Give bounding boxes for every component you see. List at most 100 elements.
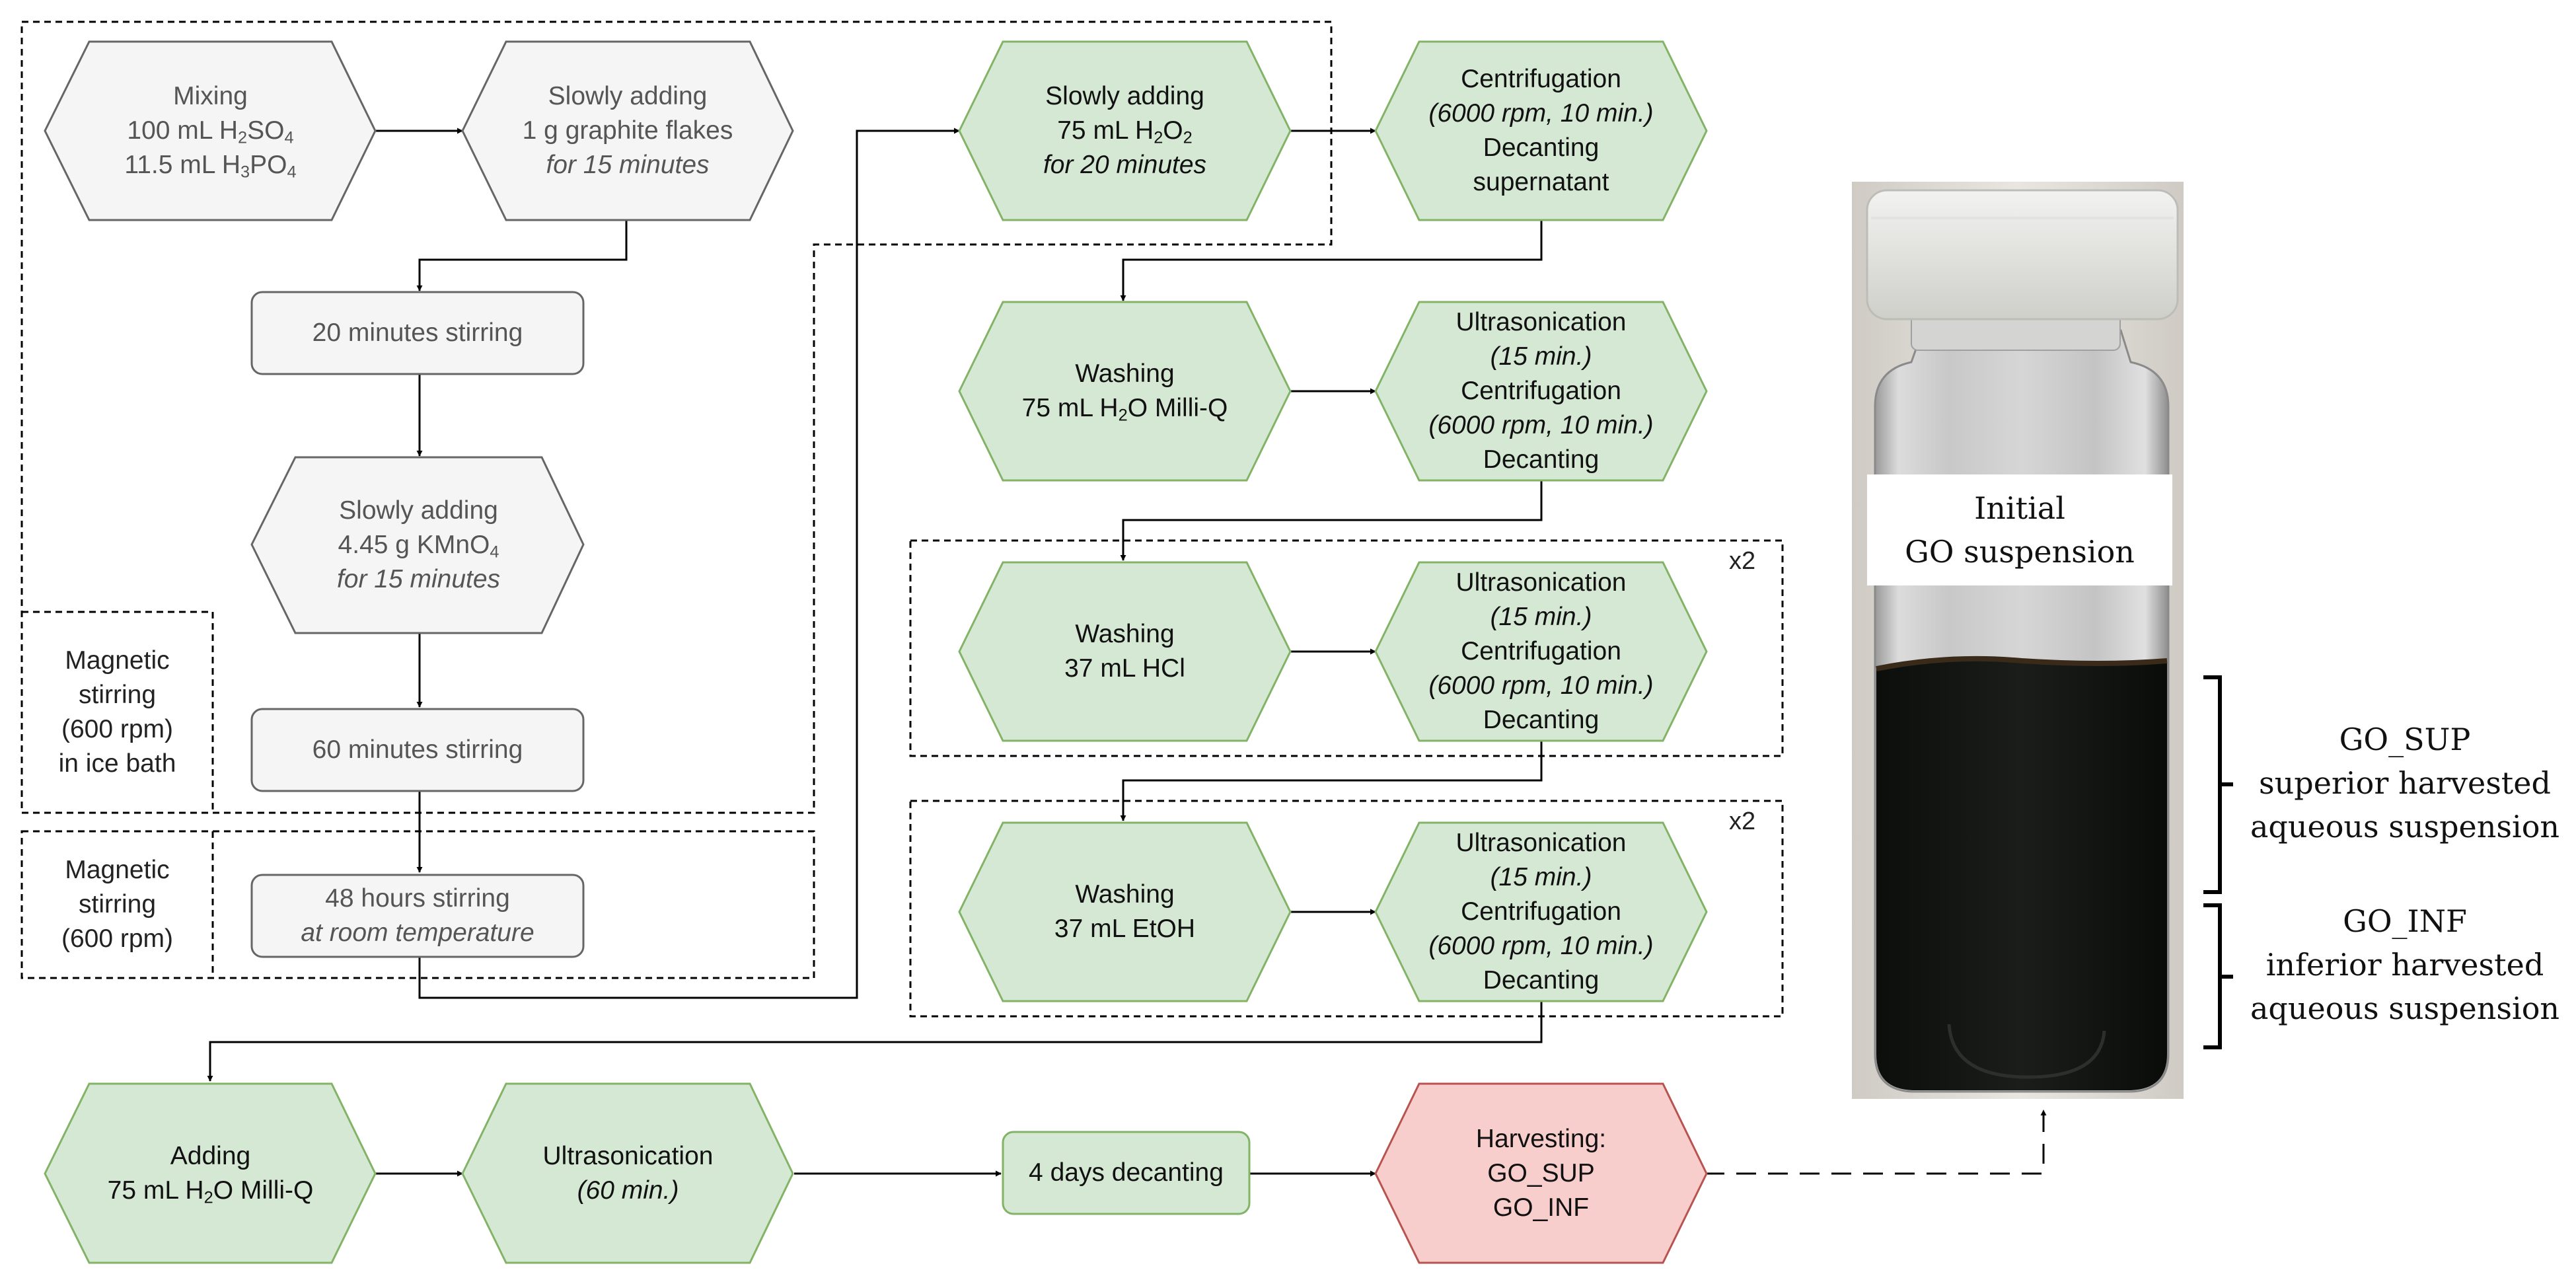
step-adding-h2o2-line1: Slowly adding xyxy=(1045,82,1204,110)
h2o2-hexagon xyxy=(958,40,1292,221)
step-ultra3-line1: Ultrasonication xyxy=(1455,829,1627,857)
ice-bath-group-border xyxy=(20,20,1333,814)
edge-graphite-to-stirring20 xyxy=(416,220,628,291)
photo-label-patch xyxy=(1867,474,2172,585)
step-centrifugation-1-line4: supernatant xyxy=(1473,168,1609,196)
step-washing-hcl: Washing 37 mL HCl xyxy=(1003,562,1247,741)
step-harvesting-line1: Harvesting: xyxy=(1475,1124,1607,1153)
step-ultrasonication-final: Ultrasonication (60 min.) xyxy=(506,1084,750,1263)
go-inf-line1: GO_INF xyxy=(2343,903,2467,939)
step-adding-graphite-line2: 1 g graphite flakes xyxy=(522,116,733,145)
step-ultra3-line5: Decanting xyxy=(1483,966,1600,995)
decanting-box xyxy=(1002,1131,1251,1215)
step-mixing-line2: 100 mL H2SO4 xyxy=(127,116,294,147)
room-temp-line2: stirring xyxy=(78,890,157,919)
step-washing-etoh-line2: 37 mL EtOH xyxy=(1054,915,1196,943)
step-ultra-final-line2: (60 min.) xyxy=(577,1176,679,1205)
step-washing-water-line2: 75 mL H2O Milli-Q xyxy=(1021,394,1228,425)
initial-suspension-line1: Initial xyxy=(1974,490,2065,526)
step-washing-hcl-line2: 37 mL HCl xyxy=(1064,654,1185,683)
vial-liquid xyxy=(1876,658,2167,1090)
washing-etoh-hexagon xyxy=(958,821,1292,1002)
step-adding-kmno4-line3: for 15 minutes xyxy=(336,565,501,593)
node-shapes xyxy=(44,40,1708,1264)
step-stirring-60-label: 60 minutes stirring xyxy=(312,735,523,764)
step-stirring-48h-line1: 48 hours stirring xyxy=(325,884,510,913)
initial-suspension-label: Initial GO suspension xyxy=(1867,474,2172,585)
step-stirring-20-label: 20 minutes stirring xyxy=(312,319,523,347)
initial-suspension-line2: GO suspension xyxy=(1905,534,2135,570)
room-temp-group-border xyxy=(20,830,815,979)
step-mixing-line1: Mixing xyxy=(173,82,248,110)
step-centrifugation-1: Centrifugation (6000 rpm, 10 min.) Decan… xyxy=(1401,42,1681,220)
step-ultra1-line4: (6000 rpm, 10 min.) xyxy=(1428,411,1654,439)
step-harvesting: Harvesting: GO_SUP GO_INF xyxy=(1419,1084,1663,1263)
step-adding-h2o2-line2: 75 mL H2O2 xyxy=(1057,116,1193,147)
room-temp-condition-label: Magnetic stirring (600 rpm) xyxy=(22,831,213,978)
step-adding-h2o2-line3: for 20 minutes xyxy=(1043,151,1207,179)
step-ultra1-line5: Decanting xyxy=(1483,445,1600,474)
step-ultra3-line4: (6000 rpm, 10 min.) xyxy=(1428,932,1654,960)
step-adding-graphite-line1: Slowly adding xyxy=(548,82,708,110)
step-washing-hcl-line1: Washing xyxy=(1075,620,1175,648)
step-stirring-20: 20 minutes stirring xyxy=(252,292,583,374)
kmno4-hexagon xyxy=(250,456,585,634)
go-sup-line1: GO_SUP xyxy=(2339,722,2471,757)
stirring60-box xyxy=(250,708,585,792)
liquid-reflection xyxy=(1947,1024,2106,1079)
edge-harvesting-to-photo xyxy=(1705,1109,2047,1175)
room-temp-line3: (600 rpm) xyxy=(61,924,174,953)
step-ultra2-line4: (6000 rpm, 10 min.) xyxy=(1428,671,1654,700)
ice-bath-line1: Magnetic xyxy=(65,646,170,675)
edge-48h-to-h2o2 xyxy=(418,128,960,999)
step-washing-etoh-line1: Washing xyxy=(1075,880,1175,909)
mixing-hexagon xyxy=(44,40,377,221)
etoh-repeat-box xyxy=(909,800,1784,1018)
step-stirring-48h-line2: at room temperature xyxy=(301,919,534,947)
ice-bath-label-divider xyxy=(22,611,214,813)
room-temp-line1: Magnetic xyxy=(65,856,170,884)
step-adding-h2o2: Slowly adding 75 mL H2O2 for 20 minutes xyxy=(1003,42,1247,220)
connectors xyxy=(207,128,2047,1177)
washing-water-hexagon xyxy=(958,301,1292,482)
step-stirring-60: 60 minutes stirring xyxy=(252,709,583,791)
step-adding-water-line2: 75 mL H2O Milli-Q xyxy=(107,1176,314,1207)
step-washing-water: Washing 75 mL H2O Milli-Q xyxy=(991,302,1259,480)
step-ultra-final-line1: Ultrasonication xyxy=(542,1141,714,1170)
step-adding-graphite-line3: for 15 minutes xyxy=(546,151,710,179)
go-sup-line3: aqueous suspension xyxy=(2250,809,2560,844)
graphite-hexagon xyxy=(461,40,794,221)
brace-inf xyxy=(2203,903,2233,1049)
centrifugation-hexagon xyxy=(1374,40,1708,221)
step-washing-water-line1: Washing xyxy=(1075,359,1175,388)
step-harvesting-line2: GO_SUP xyxy=(1487,1158,1595,1187)
step-washing-etoh: Washing 37 mL EtOH xyxy=(1003,823,1247,1001)
step-adding-water-line1: Adding xyxy=(170,1141,251,1170)
step-ultra2-line5: Decanting xyxy=(1483,706,1600,734)
step-mixing-line3: 11.5 mL H3PO4 xyxy=(124,151,297,182)
step-ultrasonication-2: Ultrasonication (15 min.) Centrifugation… xyxy=(1401,562,1681,741)
edge-centrifugation-to-washing xyxy=(1120,220,1543,301)
brace-sup xyxy=(2203,675,2233,894)
stirring48h-box xyxy=(250,874,585,958)
etoh-repeat-label: x2 xyxy=(1729,807,1756,835)
step-ultra1-line3: Centrifugation xyxy=(1461,377,1621,405)
ice-bath-line3: (600 rpm) xyxy=(61,715,174,743)
go-sup-annotation: GO_SUP superior harvested aqueous suspen… xyxy=(2246,717,2563,849)
step-ultra2-line1: Ultrasonication xyxy=(1455,568,1627,597)
step-adding-graphite: Slowly adding 1 g graphite flakes for 15… xyxy=(492,42,763,220)
ice-bath-line4: in ice bath xyxy=(58,749,176,778)
edge-ultra2-to-etoh xyxy=(1120,741,1543,821)
step-centrifugation-1-line1: Centrifugation xyxy=(1461,65,1621,93)
step-ultrasonication-1: Ultrasonication (15 min.) Centrifugation… xyxy=(1401,302,1681,480)
ultra1-hexagon xyxy=(1374,301,1708,482)
stirring20-box xyxy=(250,291,585,375)
vial-cap xyxy=(1866,189,2179,320)
step-centrifugation-1-line3: Decanting xyxy=(1483,133,1600,162)
vial-photo xyxy=(1852,182,2233,1099)
step-adding-kmno4: Slowly adding 4.45 g KMnO4 for 15 minute… xyxy=(295,457,542,633)
edge-ultra3-to-adding-water xyxy=(207,1001,1543,1082)
go-sup-line2: superior harvested xyxy=(2259,765,2551,801)
